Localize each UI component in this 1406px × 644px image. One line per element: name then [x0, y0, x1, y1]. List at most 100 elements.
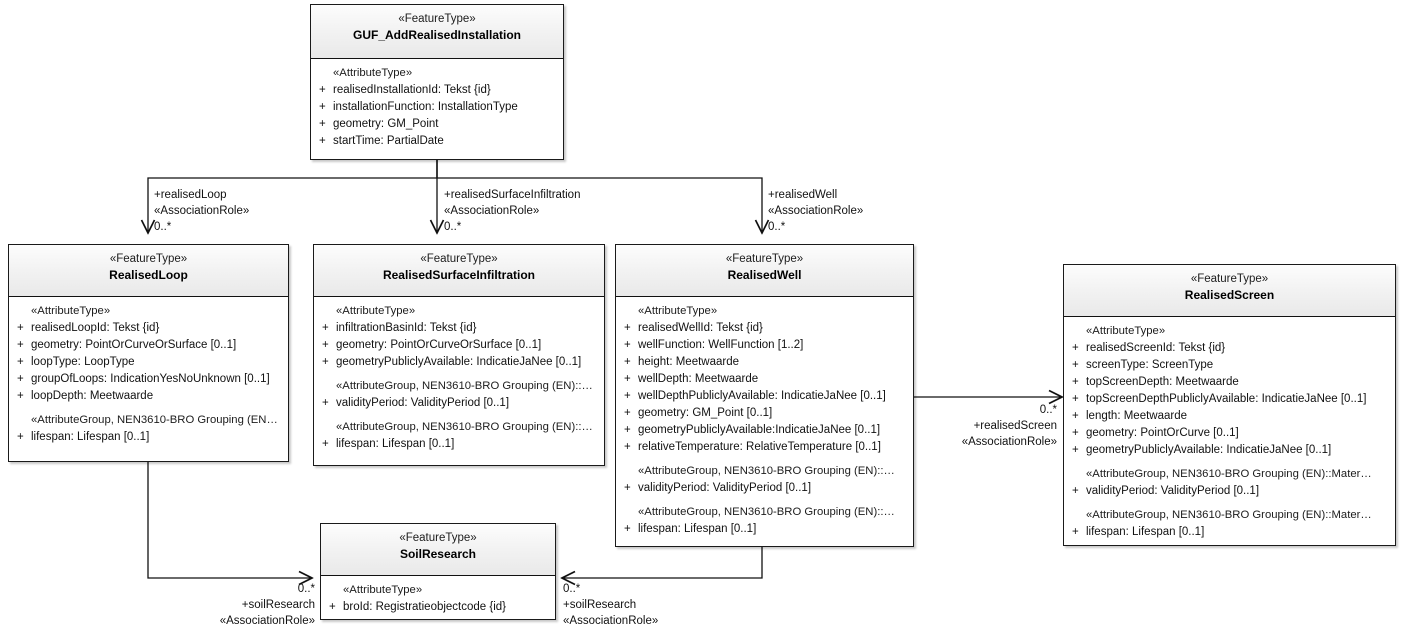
class-name: RealisedSurfaceInfiltration	[382, 268, 536, 282]
class-stereotype: «FeatureType»	[1190, 273, 1269, 285]
association-label-realised-surface-infiltration: +realisedSurfaceInfiltration «Associatio…	[444, 187, 580, 235]
class-stereotype: «FeatureType»	[420, 253, 498, 265]
association-stereotype: «AssociationRole»	[563, 615, 659, 627]
attribute-row[interactable]: + relativeTemperature: RelativeTemperatu…	[616, 439, 913, 456]
visibility-marker: +	[1072, 376, 1079, 388]
attribute-row[interactable]: + topScreenDepth: Meetwaarde	[1064, 374, 1395, 391]
attribute-group-label: «AttributeGroup, NEN3610-BRO Grouping (E…	[638, 465, 895, 477]
attribute-text: geometryPubliclyAvailable: IndicatieJaNe…	[336, 356, 582, 368]
visibility-marker: +	[322, 397, 329, 409]
visibility-marker: +	[1072, 410, 1079, 422]
class-box-realisedloop[interactable]: «FeatureType» RealisedLoop «AttributeTyp…	[8, 244, 289, 462]
attribute-row[interactable]: + validityPeriod: ValidityPeriod [0..1]	[616, 480, 913, 497]
visibility-marker: +	[624, 441, 631, 453]
attribute-row[interactable]: + lifespan: Lifespan [0..1]	[9, 429, 288, 446]
attribute-text: lifespan: Lifespan [0..1]	[336, 438, 455, 450]
attribute-row[interactable]: + topScreenDepthPubliclyAvailable: Indic…	[1064, 391, 1395, 408]
attribute-row[interactable]: + infiltrationBasinId: Tekst {id}	[314, 320, 604, 337]
attribute-row[interactable]: + wellDepthPubliclyAvailable: IndicatieJ…	[616, 388, 913, 405]
attribute-row[interactable]: + installationFunction: InstallationType	[311, 99, 563, 116]
attribute-row[interactable]: + validityPeriod: ValidityPeriod [0..1]	[314, 395, 604, 412]
attribute-text: realisedWellId: Tekst {id}	[638, 322, 763, 334]
attribute-row[interactable]: + broId: Registratieobjectcode {id}	[321, 599, 555, 616]
attribute-row[interactable]: + geometry: PointOrCurveOrSurface [0..1]	[314, 337, 604, 354]
class-box-realisedscreen[interactable]: «FeatureType» RealisedScreen «AttributeT…	[1063, 264, 1396, 546]
attribute-text: startTime: PartialDate	[333, 135, 444, 147]
class-box-realisedwell[interactable]: «FeatureType» RealisedWell «AttributeTyp…	[615, 244, 914, 547]
attribute-text: geometry: GM_Point	[333, 118, 439, 130]
visibility-marker: +	[1072, 526, 1079, 538]
attribute-text: height: Meetwaarde	[638, 356, 740, 368]
attribute-row[interactable]: + geometry: PointOrCurveOrSurface [0..1]	[9, 337, 288, 354]
attribute-row[interactable]: + validityPeriod: ValidityPeriod [0..1]	[1064, 483, 1395, 500]
visibility-marker: +	[1072, 393, 1079, 405]
attribute-text: geometry: PointOrCurveOrSurface [0..1]	[31, 339, 237, 351]
connector-realisedloop-to-soilresearch	[147, 462, 312, 578]
visibility-marker: +	[624, 339, 631, 351]
association-role-name: +soilResearch	[241, 599, 315, 611]
attribute-row[interactable]: + lifespan: Lifespan [0..1]	[314, 436, 604, 453]
visibility-marker: +	[17, 390, 24, 402]
class-box-soilresearch[interactable]: «FeatureType» SoilResearch «AttributeTyp…	[320, 523, 556, 620]
attribute-row[interactable]: + geometry: GM_Point [0..1]	[616, 405, 913, 422]
attribute-row[interactable]: + realisedWellId: Tekst {id}	[616, 320, 913, 337]
visibility-marker: +	[1072, 444, 1079, 456]
visibility-marker: +	[624, 322, 631, 334]
attribute-row[interactable]: + loopDepth: Meetwaarde	[9, 388, 288, 405]
association-role-name: +realisedLoop	[154, 189, 227, 201]
visibility-marker: +	[17, 339, 24, 351]
visibility-marker: +	[322, 438, 329, 450]
class-name: RealisedWell	[727, 268, 802, 282]
attribute-text: geometryPubliclyAvailable: IndicatieJaNe…	[1086, 444, 1332, 456]
attribute-text: loopDepth: Meetwaarde	[31, 390, 154, 402]
attribute-row[interactable]: + length: Meetwaarde	[1064, 408, 1395, 425]
attribute-group-label: «AttributeGroup, NEN3610-BRO Grouping (E…	[31, 414, 278, 426]
visibility-marker: +	[1072, 427, 1079, 439]
visibility-marker: +	[624, 356, 631, 368]
attribute-row[interactable]: + lifespan: Lifespan [0..1]	[616, 521, 913, 538]
attribute-group-label: «AttributeType»	[343, 584, 423, 596]
attribute-row[interactable]: + loopType: LoopType	[9, 354, 288, 371]
attribute-row[interactable]: + realisedScreenId: Tekst {id}	[1064, 340, 1395, 357]
association-role-name: +realisedScreen	[973, 420, 1057, 432]
attribute-row[interactable]: + groupOfLoops: IndicationYesNoUnknown […	[9, 371, 288, 388]
association-label-realised-screen: 0..* +realisedScreen «AssociationRole»	[902, 402, 1057, 450]
attribute-text: geometry: GM_Point [0..1]	[638, 407, 773, 419]
attribute-row[interactable]: + wellFunction: WellFunction [1..2]	[616, 337, 913, 354]
attribute-group-label: «AttributeType»	[638, 305, 718, 317]
class-box-realisedsurfaceinfiltration[interactable]: «FeatureType» RealisedSurfaceInfiltratio…	[313, 244, 605, 466]
class-stereotype: «FeatureType»	[725, 253, 804, 265]
attribute-row[interactable]: + realisedInstallationId: Tekst {id}	[311, 82, 563, 99]
attribute-group-label: «AttributeType»	[336, 305, 416, 317]
attribute-row[interactable]: + wellDepth: Meetwaarde	[616, 371, 913, 388]
attribute-text: lifespan: Lifespan [0..1]	[1086, 526, 1205, 538]
attribute-text: wellDepthPubliclyAvailable: IndicatieJaN…	[638, 390, 886, 402]
association-label-realised-well: +realisedWell «AssociationRole» 0..*	[768, 187, 863, 235]
attribute-row[interactable]: + geometryPubliclyAvailable: IndicatieJa…	[314, 354, 604, 371]
attribute-row[interactable]: + screenType: ScreenType	[1064, 357, 1395, 374]
visibility-marker: +	[322, 322, 329, 334]
class-name: GUF_AddRealisedInstallation	[352, 28, 522, 42]
attribute-row[interactable]: + realisedLoopId: Tekst {id}	[9, 320, 288, 337]
attribute-group-label: «AttributeGroup, NEN3610-BRO Grouping (E…	[1086, 509, 1372, 521]
attribute-text: length: Meetwaarde	[1086, 410, 1188, 422]
class-header: «FeatureType» GUF_AddRealisedInstallatio…	[311, 5, 563, 59]
association-label-soil-research-well: 0..* +soilResearch «AssociationRole»	[563, 581, 658, 629]
attribute-text: validityPeriod: ValidityPeriod [0..1]	[1086, 485, 1260, 497]
class-stereotype: «FeatureType»	[398, 13, 476, 25]
attribute-text: validityPeriod: ValidityPeriod [0..1]	[638, 482, 812, 494]
attribute-row[interactable]: + startTime: PartialDate	[311, 133, 563, 150]
attribute-text: topScreenDepthPubliclyAvailable: Indicat…	[1086, 393, 1367, 405]
class-name: RealisedScreen	[1184, 288, 1275, 302]
attribute-row[interactable]: + height: Meetwaarde	[616, 354, 913, 371]
visibility-marker: +	[17, 431, 24, 443]
attribute-row[interactable]: + geometry: PointOrCurve [0..1]	[1064, 425, 1395, 442]
class-box-guf-addrealisedinstallation[interactable]: «FeatureType» GUF_AddRealisedInstallatio…	[310, 4, 564, 160]
visibility-marker: +	[319, 84, 326, 96]
class-header: «FeatureType» RealisedSurfaceInfiltratio…	[314, 245, 604, 297]
attribute-text: relativeTemperature: RelativeTemperature…	[638, 441, 881, 453]
attribute-row[interactable]: + geometryPubliclyAvailable:IndicatieJaN…	[616, 422, 913, 439]
attribute-row[interactable]: + geometryPubliclyAvailable: IndicatieJa…	[1064, 442, 1395, 459]
attribute-row[interactable]: + lifespan: Lifespan [0..1]	[1064, 524, 1395, 541]
attribute-row[interactable]: + geometry: GM_Point	[311, 116, 563, 133]
